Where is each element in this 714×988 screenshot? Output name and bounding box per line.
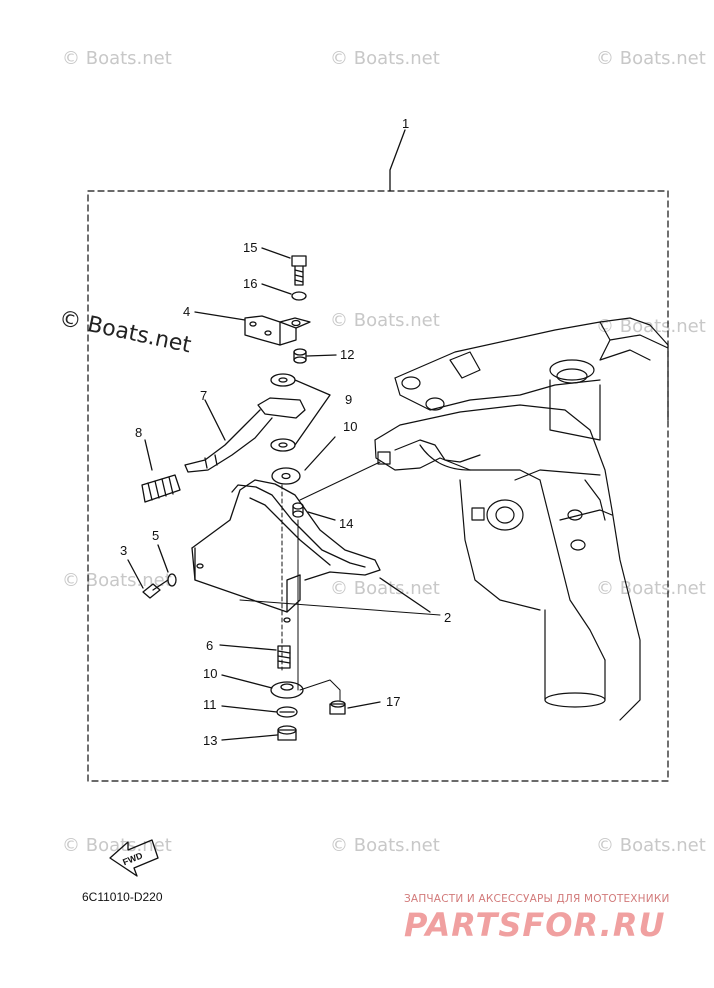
- watermark: © Boats.net: [596, 578, 706, 599]
- washer-5: [167, 573, 177, 587]
- watermark: © Boats.net: [330, 835, 440, 856]
- bracket-assembly: [374, 317, 669, 721]
- callout-6: 6: [206, 638, 213, 653]
- callout-labels: 1 2 3 4 5 6 7 8 9 10 10 11 12 13 14 15 1…: [120, 116, 451, 867]
- callout-9: 9: [345, 392, 352, 407]
- watermark: © Boats.net: [330, 310, 440, 331]
- plate-10-upper: [271, 467, 301, 485]
- callout-5: 5: [152, 528, 159, 543]
- washer-9a: [270, 373, 296, 387]
- callout-11: 11: [203, 697, 217, 712]
- callout-14: 14: [339, 516, 353, 531]
- callout-8: 8: [135, 425, 142, 440]
- nut-13: [277, 725, 297, 741]
- screw-3: [142, 579, 169, 599]
- washer-16: [291, 291, 307, 301]
- collar-12: [293, 348, 307, 364]
- watermark: © Boats.net: [596, 835, 706, 856]
- leader-1: [389, 129, 406, 192]
- store-logo: PARTSFOR.RU: [404, 906, 666, 944]
- callout-7: 7: [200, 388, 207, 403]
- nut-17: [329, 700, 346, 715]
- watermark: © Boats.net: [62, 835, 172, 856]
- bolt-15: [291, 255, 307, 286]
- plate-10-lower: [270, 681, 304, 699]
- watermark: © Boats.net: [62, 48, 172, 69]
- callout-12: 12: [340, 347, 354, 362]
- watermark: © Boats.net: [62, 570, 172, 591]
- callout-15: 15: [243, 240, 257, 255]
- callout-2: 2: [444, 610, 451, 625]
- lever-7: [184, 397, 306, 473]
- assembly-boundary: [87, 190, 669, 782]
- callout-10-upper: 10: [343, 419, 357, 434]
- callout-4: 4: [183, 304, 190, 319]
- store-subtitle: ЗАПЧАСТИ И АКСЕССУАРЫ ДЛЯ МОТОТЕХНИКИ: [404, 893, 670, 905]
- callout-17: 17: [386, 694, 400, 709]
- diagram-code: 6C11010-D220: [82, 890, 163, 904]
- washer-9b: [270, 438, 296, 452]
- bracket-4: [244, 315, 311, 346]
- watermark: © Boats.net: [596, 48, 706, 69]
- bracket-plate-2: [191, 479, 381, 623]
- callout-1: 1: [402, 116, 409, 131]
- fwd-arrow-icon: [109, 839, 159, 877]
- callout-3: 3: [120, 543, 127, 558]
- callout-13: 13: [203, 733, 217, 748]
- watermark: © Boats.net: [330, 578, 440, 599]
- callout-16: 16: [243, 276, 257, 291]
- bolt-6: [277, 645, 291, 669]
- watermark: © Boats.net: [330, 48, 440, 69]
- callout-10-lower: 10: [203, 666, 217, 681]
- grip-8: [141, 474, 181, 503]
